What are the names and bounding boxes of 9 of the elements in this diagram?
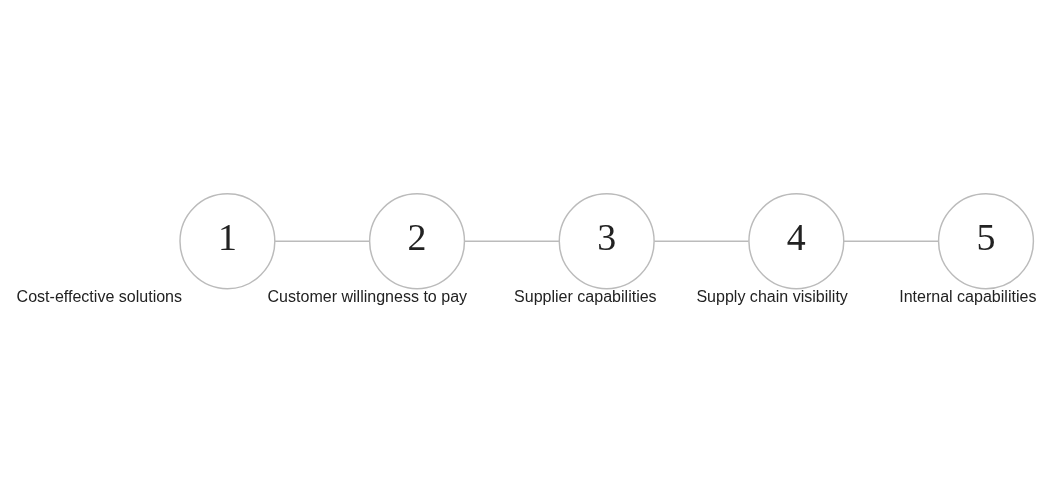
- node-circle: 4: [748, 193, 845, 290]
- node-circle: 5: [937, 193, 1035, 290]
- connector: [843, 240, 939, 242]
- connector: [463, 240, 560, 242]
- connector: [274, 240, 371, 242]
- node-circle: 2: [368, 193, 466, 290]
- connector: [653, 240, 750, 242]
- node-circle: 1: [179, 193, 276, 290]
- node-circle: 3: [558, 193, 655, 290]
